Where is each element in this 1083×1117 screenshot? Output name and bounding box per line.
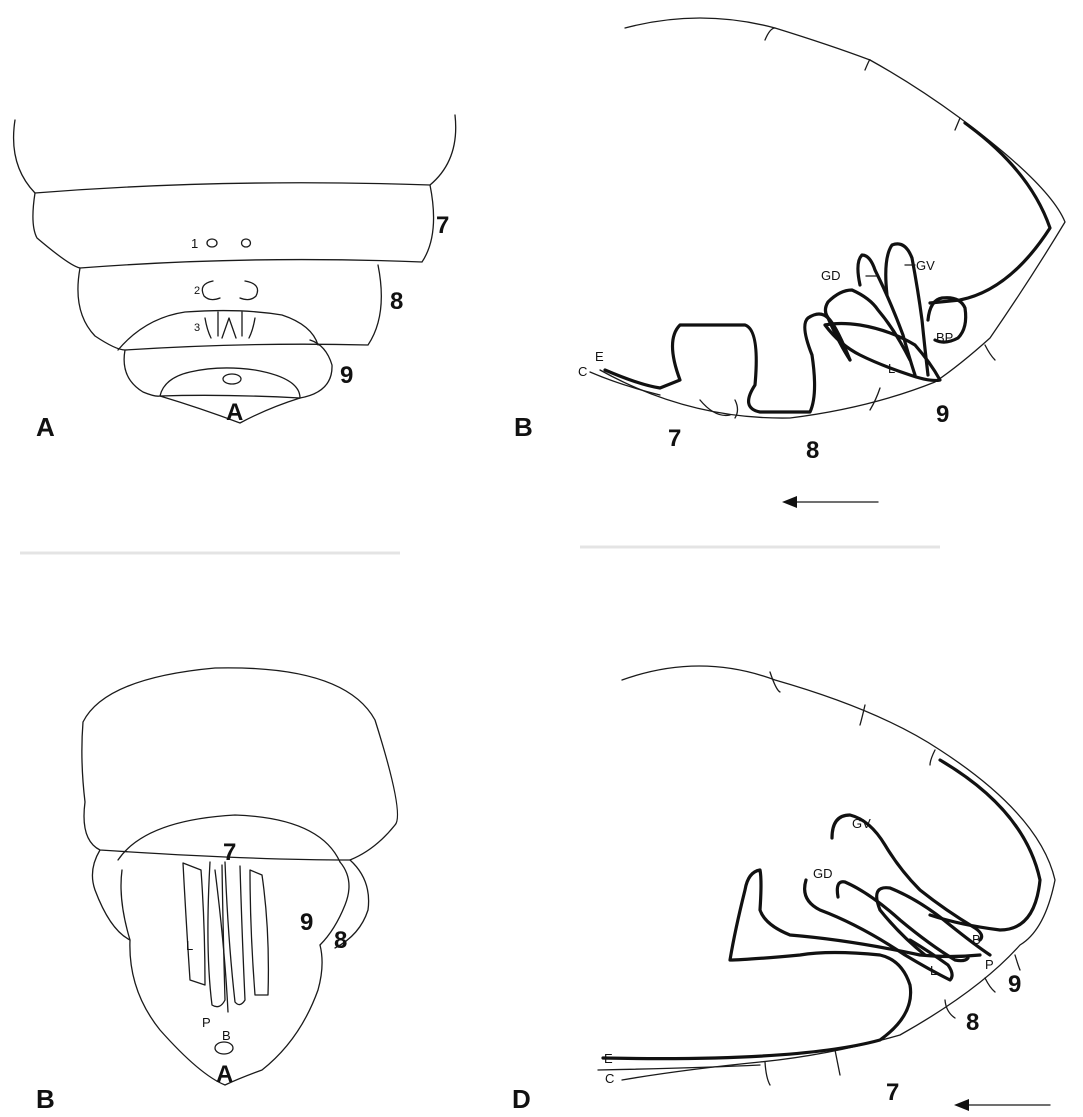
sternite-notches [765, 955, 1020, 1085]
dorsal-wall-inner [930, 760, 1040, 930]
panel-a-drawing [14, 115, 456, 423]
label-segment-7: 7 [436, 212, 449, 239]
label-b: B [222, 1028, 231, 1043]
structure-1-pore-right [242, 239, 251, 247]
segment-left-lobe [92, 850, 130, 940]
lobe-l-right [250, 870, 268, 995]
body-outer-wall [622, 666, 1055, 1080]
cuticle-line-c [598, 1065, 760, 1070]
label-c: C [578, 364, 587, 379]
label-structure-1: 1 [191, 236, 198, 251]
segment-6-shell [82, 668, 398, 860]
segment-9-inner-border [160, 368, 300, 398]
label-l: L [186, 938, 193, 953]
label-segment-9: 9 [300, 909, 313, 936]
label-structure-2: 2 [194, 285, 200, 297]
anal-opening [223, 374, 241, 384]
abdominal-segment-6 [14, 115, 456, 193]
label-gd: GD [813, 866, 833, 881]
panel-b-drawing [590, 18, 1065, 418]
left-arrow-icon [954, 1099, 969, 1111]
abdominal-segment-7 [33, 185, 434, 268]
label-p: P [985, 957, 994, 972]
label-structure-3: 3 [194, 322, 200, 334]
label-l: L [930, 963, 937, 978]
label-segment-8: 8 [334, 927, 347, 954]
label-bp: BP [936, 330, 953, 345]
panel-label-d: D [512, 1084, 531, 1114]
label-segment-8: 8 [966, 1009, 979, 1036]
body-outer-wall [600, 18, 1065, 418]
label-segment-9: 9 [936, 401, 949, 428]
ventral-gonapophysis-gv [832, 815, 982, 940]
label-anus: A [216, 1061, 233, 1088]
structure-1-pore-left [207, 239, 217, 247]
label-gd: GD [821, 268, 841, 283]
tergite-notches [765, 28, 960, 130]
label-segment-8: 8 [390, 288, 403, 315]
label-gv: GV [916, 258, 935, 273]
anal-opening [215, 1042, 233, 1054]
label-anus: A [226, 399, 243, 426]
panel-label-b-top: B [514, 412, 533, 442]
label-gv: GV [852, 816, 871, 831]
label-c: C [605, 1071, 614, 1086]
panel-b-bottom-drawing [82, 668, 398, 1085]
abdominal-segment-8 [78, 265, 381, 350]
label-segment-8: 8 [806, 437, 819, 464]
label-b: B [972, 932, 981, 947]
label-segment-7: 7 [668, 425, 681, 452]
label-segment-9: 9 [340, 362, 353, 389]
gonapophysis-right [225, 862, 245, 1005]
ectodermal-fold-wall [605, 314, 850, 412]
panel-label-a: A [36, 412, 55, 442]
left-arrow-icon [782, 496, 797, 508]
label-e: E [604, 1051, 613, 1066]
lobe-l-left [183, 863, 205, 985]
direction-arrow-top [782, 496, 878, 508]
structure-2-left-hook [202, 281, 220, 300]
label-segment-7: 7 [886, 1079, 899, 1106]
structure-2-right-hook [240, 281, 258, 300]
label-l: L [888, 361, 895, 376]
direction-arrow-bottom [954, 1099, 1050, 1111]
panel-label-b-bottom: B [36, 1084, 55, 1114]
label-segment-7: 7 [223, 839, 236, 866]
label-e: E [595, 349, 604, 364]
structure-3-folds [205, 312, 255, 338]
label-segment-9: 9 [1008, 971, 1021, 998]
label-p: P [202, 1015, 211, 1030]
